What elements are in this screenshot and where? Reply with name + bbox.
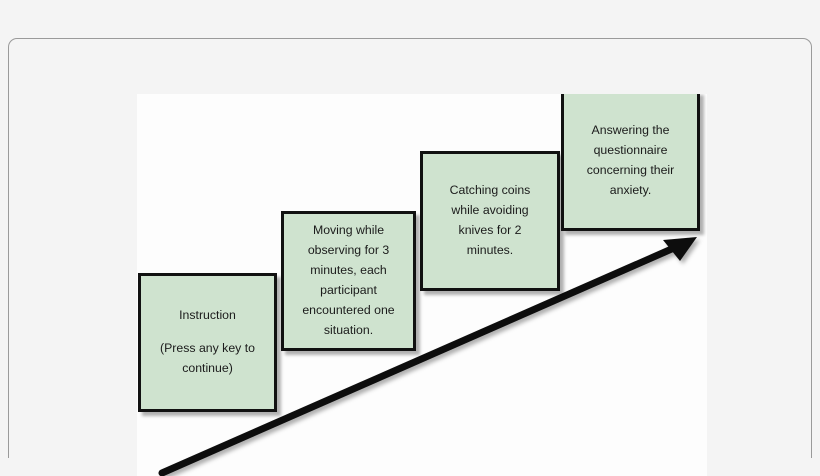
step-2-line-3: minutes, each <box>310 263 387 278</box>
figure-card-panel: Instruction (Press any key to continue) … <box>8 38 812 476</box>
step-box-observation-phase[interactable]: Moving while observing for 3 minutes, ea… <box>281 211 416 351</box>
step-4-line-3: concerning their <box>586 163 675 177</box>
step-4-line-2: questionnaire <box>593 143 668 158</box>
step-3-line-4: minutes. <box>466 242 514 257</box>
step-2-line-2: observing for 3 <box>307 243 390 258</box>
step-1-line-4: continue) <box>182 360 233 375</box>
step-2-line-4: participant <box>320 283 377 297</box>
page-root: Instruction (Press any key to continue) … <box>8 38 812 476</box>
step-2-line-5: encountered one <box>302 302 395 317</box>
step-box-questionnaire-phase[interactable]: Answering the questionnaire concerning t… <box>561 94 700 231</box>
step-2-line-1: Moving while <box>312 223 385 238</box>
step-1-line-1: Instruction <box>179 308 236 323</box>
step-4-line-1: Answering the <box>591 123 670 138</box>
figure-canvas: Instruction (Press any key to continue) … <box>137 94 707 476</box>
step-3-line-2: while avoiding <box>451 203 529 218</box>
step-3-line-1: Catching coins <box>449 183 531 198</box>
step-box-instruction[interactable]: Instruction (Press any key to continue) <box>138 273 277 412</box>
step-3-line-3: knives for 2 <box>458 223 522 237</box>
step-2-line-6: situation. <box>323 322 374 337</box>
step-4-line-4: anxiety. <box>609 182 652 197</box>
step-1-line-3: (Press any key to <box>160 341 255 356</box>
step-box-coin-catching-task[interactable]: Catching coins while avoiding knives for… <box>420 151 560 291</box>
